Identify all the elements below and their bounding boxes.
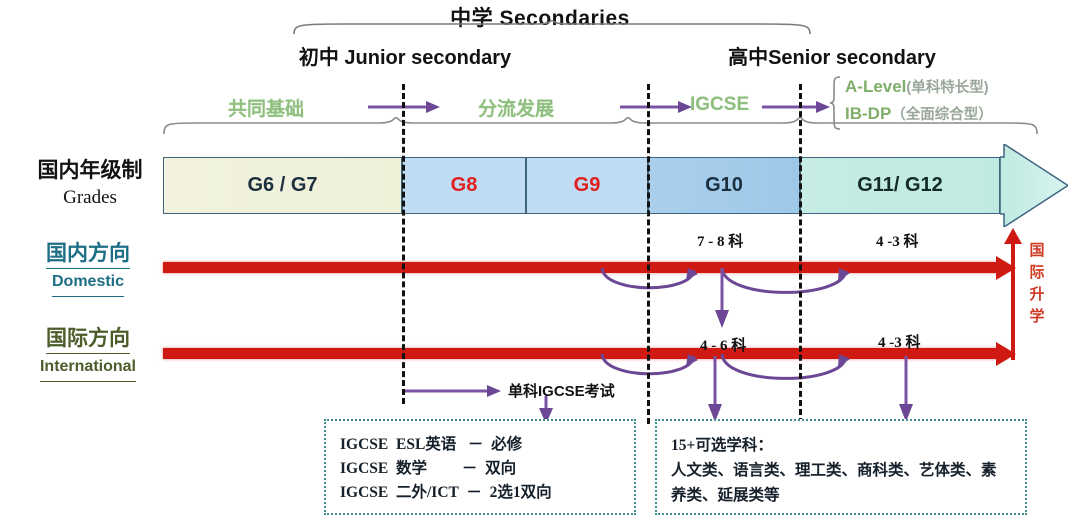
program-a-level: A-Level(单科特长型) — [845, 74, 1070, 101]
elective-subjects-box: 15+可选学科： 人文类、语言类、理工类、商科类、艺体类、素养类、延展类等 — [655, 419, 1027, 515]
stage-label-streaming: 分流发展 — [478, 99, 555, 120]
pathway-line-domestic — [163, 262, 1005, 273]
title-senior-secondary: 高中Senior secondary — [728, 47, 936, 69]
grades-bar-arrowhead-icon — [1000, 144, 1068, 227]
program-a-level-name: A-Level — [845, 77, 907, 96]
igcse-requirement-line: IGCSE 二外/ICT － 2选1双向 — [340, 484, 552, 501]
grade-segment-g6-g7: G6 / G7 — [163, 157, 402, 214]
direction-domestic-cn: 国内方向 — [46, 241, 130, 269]
arrow-g11-to-subject-box-icon — [899, 356, 913, 422]
program-a-level-note: (单科特长型) — [906, 80, 989, 96]
elective-subjects-list: 人文类、语言类、理工类、商科类、艺体类、素养类、延展类等 — [671, 462, 997, 504]
stage-label-common-base: 共同基础 — [228, 99, 305, 120]
count-domestic-g11-g12: 4 -3 科 — [876, 234, 919, 250]
igcse-subject-requirements-box: IGCSE ESL英语 － 必修 IGCSE 数学 － 双向 IGCSE 二外/… — [324, 419, 636, 515]
igcse-requirement-line: IGCSE 数学 － 双向 — [340, 460, 517, 477]
grade-segment-g8: G8 — [402, 157, 526, 214]
igcse-requirement-line: IGCSE ESL英语 － 必修 — [340, 436, 523, 453]
stage-label-igcse: IGCSE — [690, 94, 750, 115]
count-international-g10: 4 - 6 科 — [700, 338, 747, 354]
program-ib-dp-note: （全面综合型） — [891, 107, 993, 123]
elective-subjects-heading: 15+可选学科： — [671, 437, 773, 454]
pathway-line-international — [163, 348, 1005, 359]
grades-axis-label: 国内年级制 Grades — [20, 157, 160, 211]
direction-international-en: International — [39, 354, 136, 382]
direction-international-cn: 国际方向 — [46, 326, 130, 354]
program-options: A-Level(单科特长型) IB-DP（全面综合型） — [845, 74, 1070, 128]
arc-international-right-icon — [720, 354, 850, 380]
international-progression-arrowhead-icon — [1004, 228, 1022, 244]
direction-domestic-en: Domestic — [51, 269, 125, 297]
single-subject-exam-label: 单科IGCSE考试 — [508, 383, 615, 400]
count-domestic-g10: 7 - 8 科 — [697, 234, 744, 250]
arrow-common-to-streaming-icon — [368, 101, 440, 113]
program-ib-dp: IB-DP（全面综合型） — [845, 101, 1070, 128]
program-ib-dp-name: IB-DP — [845, 104, 892, 123]
grade-segment-g10: G10 — [648, 157, 800, 214]
arrow-domestic-to-international-icon — [715, 268, 729, 328]
arc-domestic-right-icon — [720, 268, 850, 294]
international-progression-label: 国际升学 — [1029, 242, 1045, 325]
grade-segment-g9: G9 — [526, 157, 648, 214]
direction-label-international: 国际方向 International — [8, 326, 168, 382]
brace-secondaries-icon — [293, 20, 811, 35]
grades-label-cn: 国内年级制 — [37, 159, 143, 182]
count-international-g11-g12: 4 -3 科 — [878, 335, 921, 351]
title-junior-secondary: 初中 Junior secondary — [298, 47, 512, 69]
brace-stages-icon — [163, 117, 1038, 135]
divider-g7-g8 — [402, 84, 405, 404]
divider-g10-g11 — [799, 84, 802, 424]
arrow-igcse-to-programs-icon — [762, 101, 830, 113]
divider-g9-g10 — [647, 84, 650, 424]
grades-label-en: Grades — [63, 187, 117, 208]
international-progression-riser — [1011, 240, 1015, 360]
grade-segment-g11-g12: G11/ G12 — [800, 157, 1000, 214]
direction-label-domestic: 国内方向 Domestic — [8, 241, 168, 297]
arrow-exam-to-igcse-box-icon — [539, 396, 553, 424]
arrow-to-single-subject-exam-icon — [403, 385, 501, 397]
arrow-international-to-subject-box-icon — [708, 356, 722, 422]
arrow-streaming-to-igcse-icon — [620, 101, 692, 113]
